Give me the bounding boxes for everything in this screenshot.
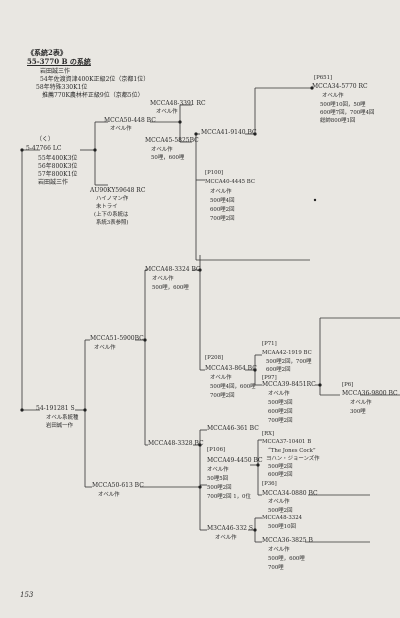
node-mcca37: MCCA37-10401 B: [262, 439, 312, 445]
header-note: 54年佐渡資津400K正級2位（京都1位）: [40, 76, 150, 83]
node-info: 600哩2回: [210, 207, 235, 213]
node-info: 600哩2回: [266, 367, 291, 373]
node-info: 500哩2回: [207, 485, 232, 491]
ref-p208: [P208]: [205, 355, 224, 361]
au-info: (上下の系統は: [94, 212, 129, 218]
ref-p100: [P100]: [205, 170, 224, 176]
node-mcca50: MCCA50-448 BC: [104, 117, 156, 124]
ref-rx: [RX]: [262, 431, 275, 437]
root-info: 56年800K3位: [38, 163, 78, 170]
node-info: 500哩10回: [268, 524, 296, 530]
node-mcca51: MCCA51-5900BC: [90, 335, 144, 342]
node-m3ca46: M3CA46-332 S: [207, 525, 254, 532]
page-number: 153: [20, 591, 34, 599]
s-info: オベル系統種: [46, 415, 79, 421]
node-mcca49: MCCA49-4450 BC: [207, 457, 263, 464]
node-info: 700哩2回: [268, 418, 293, 424]
node-mcca39: MCCA39-8451RC: [262, 381, 316, 388]
root-code: 5-47766 LC: [26, 145, 62, 152]
root-info: 55年400K3位: [38, 155, 78, 162]
node-info: ヨハン・ジョーンズ作: [266, 456, 320, 462]
node-info: オベル作: [268, 391, 290, 397]
node-info: 500哩4回: [210, 198, 235, 204]
node-info: オベル作: [322, 93, 344, 99]
node-mcca34: MCCA34-5770 RC: [312, 83, 368, 90]
node-info: 50哩5回: [207, 476, 229, 482]
node-info: 500哩10回，50哩: [320, 102, 366, 108]
node-info: オベル作: [268, 547, 290, 553]
node-info: 50哩，600哩: [151, 155, 185, 161]
node-info: 600哩2回: [268, 409, 293, 415]
au-code: AU90KY59648 RC: [90, 187, 146, 194]
au-info: 系統3表参照): [96, 220, 129, 226]
node-info: 700哩2回: [210, 393, 235, 399]
node-info: オベル作: [268, 499, 290, 505]
node-info: オベル作: [350, 400, 372, 406]
header-note: 岩田誠三作: [40, 68, 71, 75]
node-info: 600哩7回，700哩4回: [320, 110, 375, 116]
ref-p106: [P106]: [207, 447, 226, 453]
node-info: オベル作: [207, 467, 229, 473]
node-mcca48a: MCCA48-3391 RC: [150, 100, 206, 107]
node-sub: オベル作: [94, 345, 116, 351]
node-mcca50b: MCCA50-613 BC: [92, 482, 144, 489]
node-mcca45: MCCA45-5825BC: [145, 137, 199, 144]
node-sub: オベル作: [215, 535, 237, 541]
ref-p6: [P6]: [342, 382, 354, 388]
ref-p71: [P71]: [262, 341, 277, 347]
node-info: 500哩，600哩: [152, 285, 189, 291]
line-title: 55-3770 B の系統: [27, 57, 91, 66]
table-title: 《系統2表》: [27, 48, 67, 57]
node-info: 300哩: [350, 409, 366, 415]
node-mcca34b: MCCA34-0880 BC: [262, 490, 318, 497]
node-mca-a: MCAA42-1919 BC: [262, 350, 312, 356]
root-mark: （く）: [36, 136, 55, 143]
node-info: オベル作: [210, 375, 232, 381]
node-info: 500哩，600哩: [268, 556, 305, 562]
node-sub: オベル作: [110, 126, 132, 132]
node-info: 500哩3回: [268, 400, 293, 406]
node-sub: オベル作: [98, 492, 120, 498]
node-mcca40: MCCA40-4445 BC: [205, 179, 255, 185]
au-info: 未トライ: [96, 204, 118, 210]
node-mcca36b: MCCA36-3825 B: [262, 537, 313, 544]
node-info: オベル作: [210, 189, 232, 195]
node-info: 700哩: [268, 565, 284, 571]
node-sub: オベル作: [156, 109, 178, 115]
node-info: オベル作: [152, 276, 174, 282]
node-mcca41: MCCA41-9140 BC: [201, 129, 257, 136]
header-note: 58年特殊330K1位: [36, 84, 88, 91]
node-info: 総帥800哩1回: [320, 118, 356, 124]
ref-p36: [P36]: [262, 481, 277, 487]
header-note: 推薦770K農林杯正級9位（京都5位）: [42, 92, 144, 99]
node-mcca43: MCCA43-864 BC: [205, 365, 257, 372]
node-mcca36: MCCA36-9800 BC: [342, 390, 398, 397]
ref-p97: [P97]: [262, 375, 277, 381]
ref-p651: [P651]: [314, 75, 333, 81]
node-info: 500哩2回: [268, 464, 293, 470]
node-info: 600哩2回: [268, 472, 293, 478]
node-info: オベル作: [151, 147, 173, 153]
node-info: 500哩4回，600哩: [210, 384, 256, 390]
root-info: 岩田誠三作: [38, 179, 69, 186]
node-info: 500哩2回，700哩: [266, 359, 312, 365]
node-info: 500哩2回: [268, 508, 293, 514]
root-info: 57年800K1位: [38, 171, 78, 178]
node-mcca48b: MCCA48-3324 BC: [145, 266, 201, 273]
node-mcca46: MCCA46-361 BC: [207, 425, 259, 432]
au-info: ハイノマン作: [96, 196, 129, 202]
node-mcca48c: MCCA48-3328 BC: [148, 440, 204, 447]
node-info: 700哩2回 1，0位: [207, 494, 251, 500]
s-code: 54-191281 S: [36, 405, 75, 412]
s-info: 岩田誠一作: [46, 423, 73, 429]
node-info: “The Jones Cock”: [268, 448, 316, 454]
node-info: 700哩2回: [210, 216, 235, 222]
node-mcca48d: MCCA48-3324: [262, 515, 303, 521]
